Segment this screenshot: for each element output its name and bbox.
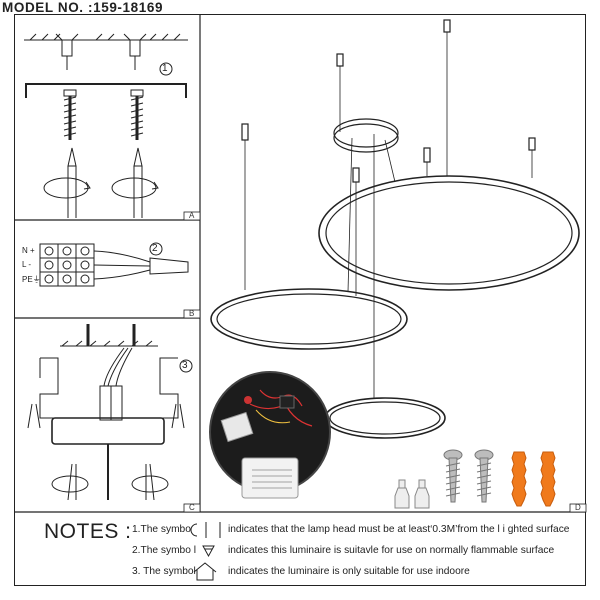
panel-a-drawing bbox=[24, 33, 188, 218]
panel-letter-a: A bbox=[189, 211, 195, 220]
letter-tabs bbox=[183, 211, 587, 513]
panel-letter-c: C bbox=[189, 503, 195, 512]
note-1-prefix: 1.The symbo bbox=[132, 524, 191, 535]
pendant-drawing bbox=[210, 19, 580, 439]
model-number: MODEL NO. :159-18169 bbox=[2, 0, 164, 15]
step-2-label: 2 bbox=[152, 243, 158, 254]
panel-b-drawing bbox=[39, 242, 189, 287]
wire-label-pe: PE⏚ bbox=[22, 275, 41, 284]
note-2-prefix: 2.The symbo l bbox=[132, 545, 196, 556]
panel-c-drawing bbox=[27, 324, 193, 501]
note-3-prefix: 3. The symbol bbox=[132, 566, 196, 577]
notes-title: NOTES : bbox=[44, 520, 132, 543]
note-1: 1.The symbo indicates that the lamp head … bbox=[132, 524, 569, 535]
driver-photo bbox=[209, 371, 331, 499]
note-symbols bbox=[190, 522, 221, 581]
screw-right bbox=[130, 89, 144, 140]
step-3-label: 3 bbox=[182, 360, 188, 371]
hardware bbox=[394, 449, 556, 509]
diagram-frame bbox=[14, 14, 586, 586]
note-3-text: indicates the luminaire is only suitable… bbox=[228, 566, 470, 577]
note-1-text: indicates that the lamp head must be at … bbox=[228, 524, 570, 535]
panel-letter-b: B bbox=[189, 309, 195, 318]
note-3: 3. The symbol indicates the luminaire is … bbox=[132, 566, 470, 577]
panel-letter-d: D bbox=[575, 503, 581, 512]
step-1-label: 1 bbox=[162, 63, 168, 74]
panel-grid bbox=[14, 14, 586, 513]
note-2-text: indicates this luminaire is suitavle for… bbox=[228, 545, 555, 556]
note-2: 2.The symbo l indicates this luminaire is… bbox=[132, 545, 554, 556]
wire-label-l: L - bbox=[22, 260, 32, 269]
wire-label-n: N + bbox=[22, 246, 35, 255]
screw-left bbox=[63, 89, 77, 140]
